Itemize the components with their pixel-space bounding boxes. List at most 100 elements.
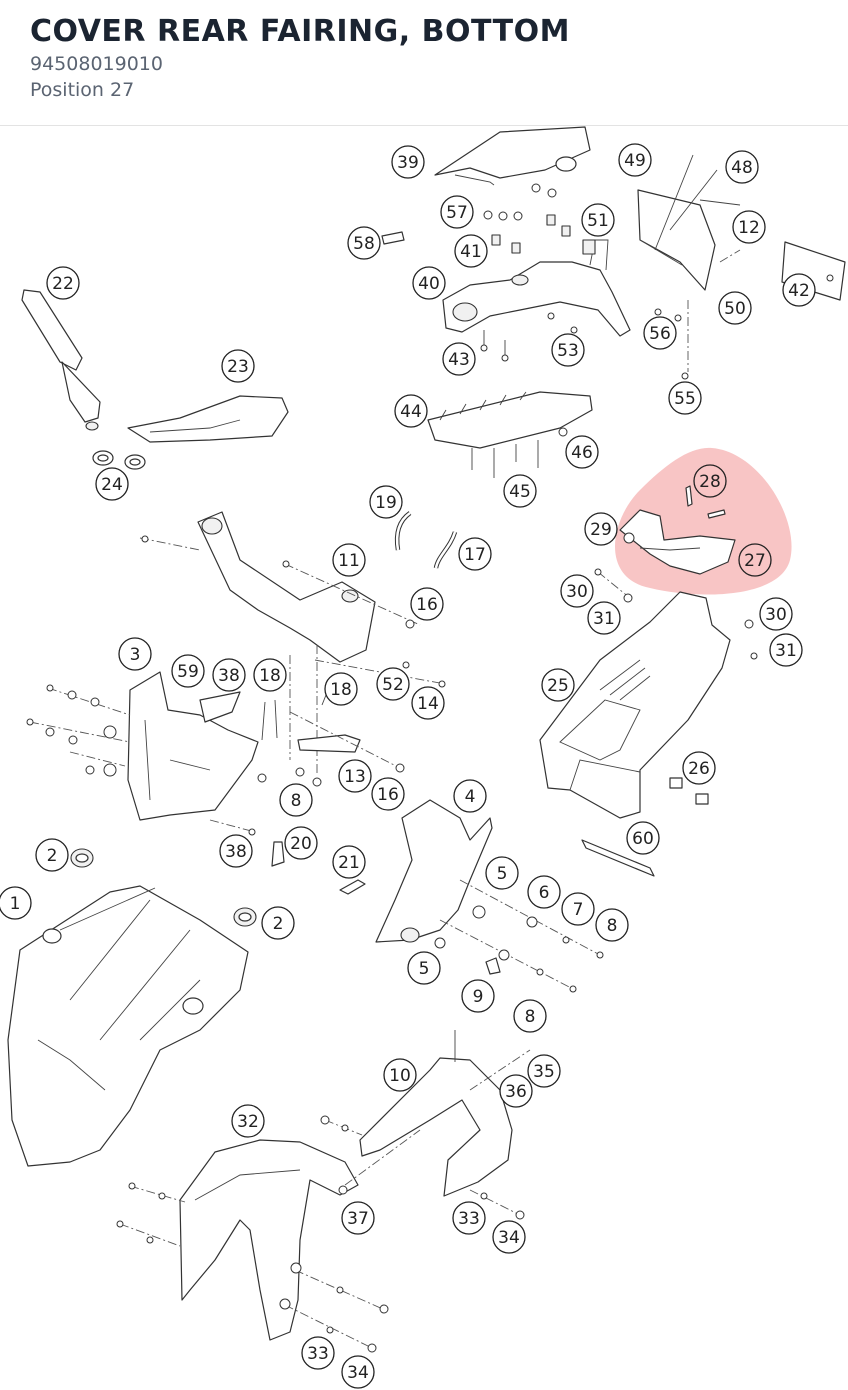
callout-38[interactable]: 38: [219, 834, 253, 868]
callout-3[interactable]: 3: [118, 637, 152, 671]
callout-29[interactable]: 29: [584, 512, 618, 546]
callout-34[interactable]: 34: [492, 1220, 526, 1254]
part-1-drawing: [7, 885, 249, 1167]
callout-23[interactable]: 23: [221, 349, 255, 383]
callout-label: 8: [291, 791, 302, 811]
callout-26[interactable]: 26: [682, 751, 716, 785]
callout-11[interactable]: 11: [332, 543, 366, 577]
callout-9[interactable]: 9: [461, 979, 495, 1013]
callout-59[interactable]: 59: [171, 654, 205, 688]
callout-18[interactable]: 18: [253, 658, 287, 692]
callout-label: 33: [458, 1209, 480, 1229]
callout-6[interactable]: 6: [527, 875, 561, 909]
callout-40[interactable]: 40: [412, 266, 446, 300]
callout-18[interactable]: 18: [324, 672, 358, 706]
callout-label: 7: [573, 900, 584, 920]
callout-10[interactable]: 10: [383, 1058, 417, 1092]
callout-label: 12: [738, 218, 760, 238]
callout-7[interactable]: 7: [561, 892, 595, 926]
callout-16[interactable]: 16: [410, 587, 444, 621]
part-3-drawing: [26, 671, 259, 836]
callout-label: 27: [744, 551, 766, 571]
bolt-set-48: [654, 154, 741, 380]
callout-30[interactable]: 30: [560, 574, 594, 608]
callout-12[interactable]: 12: [732, 210, 766, 244]
callout-28[interactable]: 28: [693, 464, 727, 498]
callout-32[interactable]: 32: [231, 1104, 265, 1138]
callout-label: 31: [593, 609, 615, 629]
callout-8[interactable]: 8: [595, 908, 629, 942]
callout-2[interactable]: 2: [35, 838, 69, 872]
part-27-drawing: [619, 509, 736, 575]
callout-22[interactable]: 22: [46, 266, 80, 300]
callout-49[interactable]: 49: [618, 143, 652, 177]
callout-5[interactable]: 5: [407, 951, 441, 985]
callout-51[interactable]: 51: [581, 203, 615, 237]
callout-label: 28: [699, 472, 721, 492]
callout-label: 20: [290, 834, 312, 854]
part-44-drawing: [427, 391, 593, 478]
callout-45[interactable]: 45: [503, 474, 537, 508]
callout-label: 16: [416, 595, 438, 615]
callout-label: 3: [130, 645, 141, 665]
callout-label: 29: [590, 520, 612, 540]
callout-17[interactable]: 17: [458, 537, 492, 571]
callout-8[interactable]: 8: [279, 783, 313, 817]
callout-label: 55: [674, 389, 696, 409]
callout-label: 10: [389, 1066, 411, 1086]
callout-31[interactable]: 31: [587, 601, 621, 635]
callout-52[interactable]: 52: [376, 667, 410, 701]
callout-13[interactable]: 13: [338, 759, 372, 793]
callout-label: 30: [566, 582, 588, 602]
callout-33[interactable]: 33: [452, 1201, 486, 1235]
callout-label: 23: [227, 357, 249, 377]
callout-25[interactable]: 25: [541, 668, 575, 702]
callout-label: 4: [465, 787, 476, 807]
callout-label: 2: [47, 846, 58, 866]
callout-46[interactable]: 46: [565, 435, 599, 469]
callout-16[interactable]: 16: [371, 777, 405, 811]
callout-39[interactable]: 39: [391, 145, 425, 179]
callout-label: 49: [624, 151, 646, 171]
callout-37[interactable]: 37: [341, 1201, 375, 1235]
callout-5[interactable]: 5: [485, 856, 519, 890]
callout-label: 19: [375, 493, 397, 513]
callout-41[interactable]: 41: [454, 234, 488, 268]
callout-2[interactable]: 2: [261, 906, 295, 940]
callout-43[interactable]: 43: [442, 342, 476, 376]
callout-56[interactable]: 56: [643, 316, 677, 350]
callout-48[interactable]: 48: [725, 150, 759, 184]
callout-21[interactable]: 21: [332, 845, 366, 879]
callout-36[interactable]: 36: [499, 1074, 533, 1108]
callout-30[interactable]: 30: [759, 597, 793, 631]
callout-50[interactable]: 50: [718, 291, 752, 325]
callout-19[interactable]: 19: [369, 485, 403, 519]
callout-33[interactable]: 33: [301, 1336, 335, 1370]
callout-60[interactable]: 60: [626, 821, 660, 855]
callout-35[interactable]: 35: [527, 1054, 561, 1088]
callout-53[interactable]: 53: [551, 333, 585, 367]
callout-27[interactable]: 27: [738, 543, 772, 577]
callout-4[interactable]: 4: [453, 779, 487, 813]
callout-20[interactable]: 20: [284, 826, 318, 860]
callout-42[interactable]: 42: [782, 273, 816, 307]
callout-57[interactable]: 57: [440, 195, 474, 229]
callout-31[interactable]: 31: [769, 633, 803, 667]
callout-14[interactable]: 14: [411, 686, 445, 720]
callout-label: 52: [382, 675, 404, 695]
page-title: COVER REAR FAIRING, BOTTOM: [30, 14, 570, 49]
callout-58[interactable]: 58: [347, 226, 381, 260]
callout-44[interactable]: 44: [394, 394, 428, 428]
callout-24[interactable]: 24: [95, 467, 129, 501]
callout-label: 48: [731, 158, 753, 178]
callout-label: 2: [273, 914, 284, 934]
callout-1[interactable]: 1: [0, 886, 32, 920]
callout-38[interactable]: 38: [212, 658, 246, 692]
callout-8[interactable]: 8: [513, 999, 547, 1033]
callout-label: 33: [307, 1344, 329, 1364]
callout-55[interactable]: 55: [668, 381, 702, 415]
assembly-line: [344, 1129, 421, 1186]
callout-label: 37: [347, 1209, 369, 1229]
callout-label: 38: [225, 842, 247, 862]
callout-34[interactable]: 34: [341, 1355, 375, 1389]
